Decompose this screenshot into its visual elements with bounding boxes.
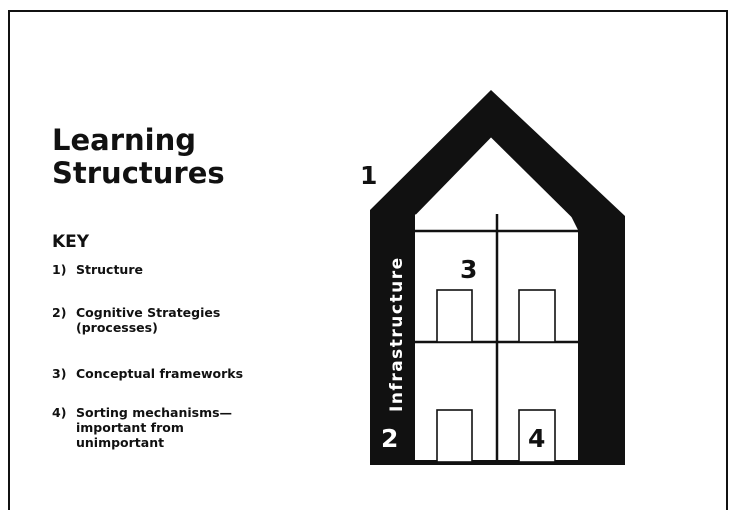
key-item-text: Cognitive Strategies (processes) <box>76 305 221 335</box>
ground-line <box>370 460 625 465</box>
title-line-2: Structures <box>52 156 225 190</box>
key-item-number: 4) <box>52 405 67 420</box>
slide-title: Learning Structures <box>52 124 225 190</box>
label-frameworks: 3 <box>460 255 477 284</box>
key-item-text: Sorting mechanisms— important from unimp… <box>76 405 233 450</box>
key-item-1: 1) Structure <box>52 262 322 277</box>
title-line-1: Learning <box>52 123 197 157</box>
key-item-text: Structure <box>76 262 143 277</box>
inner-roof-left <box>414 135 492 215</box>
window-upper-right <box>518 289 556 343</box>
key-item-3: 3) Conceptual frameworks <box>52 366 322 381</box>
key-item-number: 1) <box>52 262 67 277</box>
key-item-number: 2) <box>52 305 67 320</box>
key-item-2: 2) Cognitive Strategies (processes) <box>52 305 322 335</box>
inner-roof-right <box>490 135 579 223</box>
key-item-text: Conceptual frameworks <box>76 366 244 381</box>
key-item-4: 4) Sorting mechanisms— important from un… <box>52 405 322 450</box>
key-item-number: 3) <box>52 366 67 381</box>
label-infrastructure: Infrastructure <box>387 256 407 412</box>
door-lower-left <box>436 409 473 463</box>
key-heading: KEY <box>52 232 90 252</box>
slide-frame <box>8 10 728 510</box>
label-sorting: 4 <box>528 424 545 453</box>
window-upper-left <box>436 289 473 343</box>
label-strategies: 2 <box>381 424 398 453</box>
label-structure: 1 <box>360 161 377 190</box>
house-structure-outline <box>370 90 625 464</box>
door-lower-right <box>518 409 556 463</box>
